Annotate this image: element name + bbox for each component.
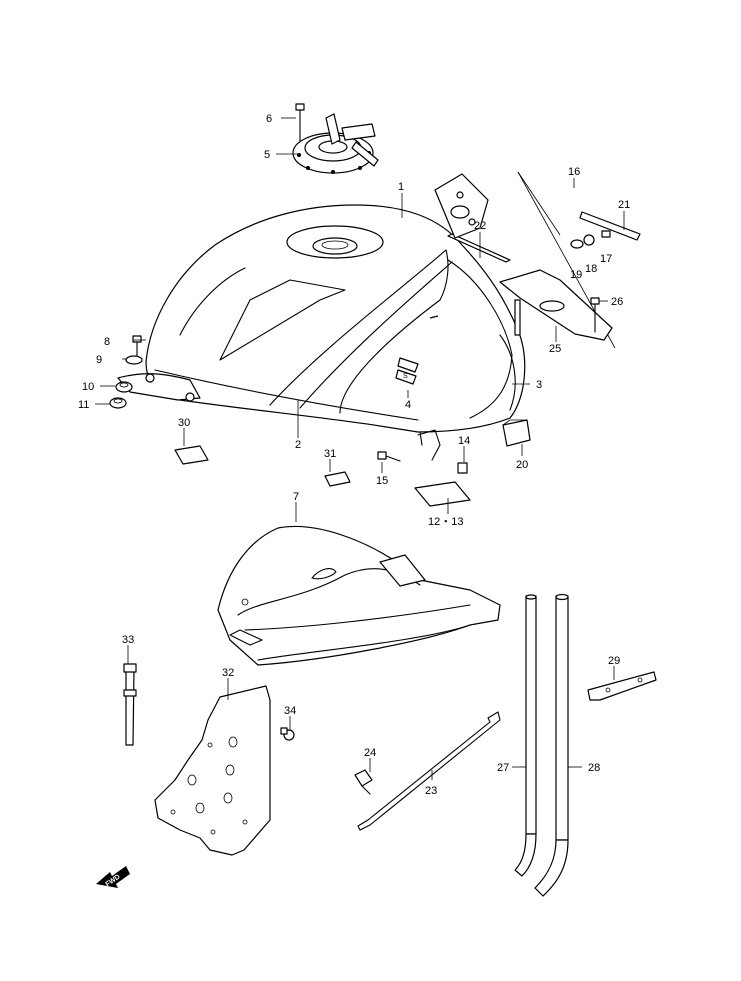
callout-8: 8 [104, 336, 110, 348]
callout-16: 16 [568, 166, 580, 178]
leader-lines [95, 117, 625, 780]
callout-7: 7 [293, 491, 299, 503]
callout-18: 18 [585, 263, 597, 275]
callout-17: 17 [600, 253, 612, 265]
callout-21: 21 [618, 199, 630, 211]
strap-and-bolt [123, 663, 295, 746]
callout-15: 15 [376, 475, 388, 487]
fuel-cap-assembly [292, 103, 379, 174]
callout-labels: 1 2 3 4 5 6 7 8 9 10 11 12・13 14 15 16 1… [78, 113, 630, 797]
emblem-text: S [403, 373, 408, 380]
callout-29: 29 [608, 655, 620, 667]
callout-22: 22 [474, 220, 486, 232]
under-tank-cover [217, 525, 501, 666]
fuel-tank: S [117, 204, 526, 461]
callout-33: 33 [122, 634, 134, 646]
callout-24: 24 [364, 747, 376, 759]
callout-28: 28 [588, 762, 600, 774]
callout-14: 14 [458, 435, 470, 447]
callout-3: 3 [536, 379, 542, 391]
callout-30: 30 [178, 417, 190, 429]
callout-1: 1 [398, 181, 404, 193]
callout-32: 32 [222, 667, 234, 679]
callout-6: 6 [266, 113, 272, 125]
prop-rod [354, 711, 501, 831]
callout-9: 9 [96, 354, 102, 366]
callout-26: 26 [611, 296, 623, 308]
callout-27: 27 [497, 762, 509, 774]
callout-10: 10 [82, 381, 94, 393]
callout-23: 23 [425, 785, 437, 797]
callout-12-13: 12・13 [428, 516, 463, 528]
callout-20: 20 [516, 459, 528, 471]
callout-4: 4 [405, 399, 411, 411]
callout-34: 34 [284, 705, 296, 717]
left-hardware [109, 335, 143, 409]
callout-11: 11 [78, 399, 89, 411]
callout-25: 25 [549, 343, 561, 355]
hoses [514, 593, 569, 897]
callout-5: 5 [264, 149, 270, 161]
small-parts [174, 419, 531, 507]
side-panel [154, 685, 271, 856]
callout-31: 31 [324, 448, 336, 460]
callout-2: 2 [295, 439, 301, 451]
callout-19: 19 [570, 269, 582, 281]
fwd-arrow-icon: FWD [96, 866, 130, 888]
bracket-29 [587, 671, 657, 701]
bracket-assembly [429, 171, 641, 349]
